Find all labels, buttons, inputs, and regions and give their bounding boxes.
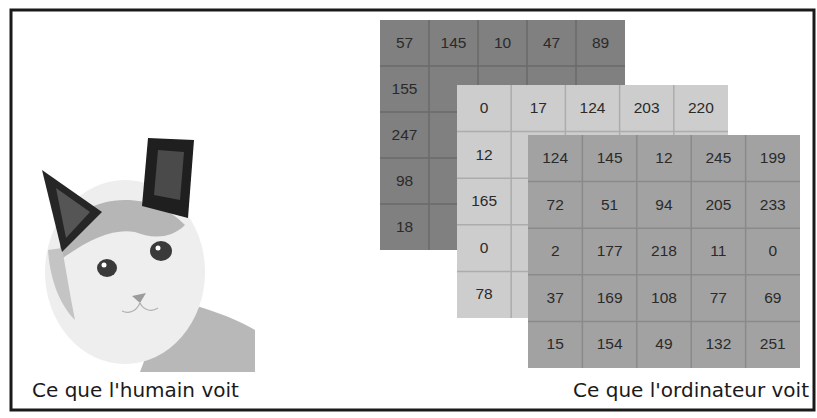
cat-cheek bbox=[48, 248, 75, 320]
pixel-value: 0 bbox=[457, 85, 511, 132]
pixel-value: 98 bbox=[380, 158, 429, 204]
pixel-value: 132 bbox=[691, 321, 745, 368]
pixel-value: 247 bbox=[380, 112, 429, 158]
pixel-grid-front bbox=[528, 135, 800, 368]
pixel-value: 165 bbox=[457, 178, 511, 225]
pixel-value: 12 bbox=[457, 132, 511, 179]
eye-glint bbox=[156, 246, 161, 251]
pixel-value: 203 bbox=[620, 85, 674, 132]
pixel-value: 11 bbox=[691, 228, 745, 275]
cat-mouth bbox=[122, 303, 158, 312]
cat-ear bbox=[42, 170, 102, 252]
pixel-value: 18 bbox=[380, 204, 429, 250]
pixel-value: 49 bbox=[637, 321, 691, 368]
pixel-value: 218 bbox=[637, 228, 691, 275]
pixel-value: 251 bbox=[746, 321, 800, 368]
pixel-value: 177 bbox=[582, 228, 636, 275]
pixel-value: 12 bbox=[637, 135, 691, 182]
pixel-value: 124 bbox=[565, 85, 619, 132]
cat-ear-inner bbox=[56, 188, 90, 238]
pixel-value: 220 bbox=[674, 85, 728, 132]
pixel-value: 199 bbox=[746, 135, 800, 182]
cat-eye bbox=[150, 241, 172, 261]
pixel-value: 72 bbox=[528, 182, 582, 229]
cat-eye bbox=[97, 259, 117, 277]
cat-ear-inner bbox=[154, 150, 184, 200]
pixel-value: 94 bbox=[637, 182, 691, 229]
cat-picture bbox=[42, 138, 255, 372]
eye-glint bbox=[102, 263, 107, 268]
pixel-value: 15 bbox=[528, 321, 582, 368]
pixel-value: 78 bbox=[457, 271, 511, 318]
pixel-value: 77 bbox=[691, 275, 745, 322]
pixel-value: 145 bbox=[429, 20, 478, 66]
grid-lines bbox=[528, 135, 800, 368]
pixel-value: 124 bbox=[528, 135, 582, 182]
pixel-value: 108 bbox=[637, 275, 691, 322]
grid-panel bbox=[528, 135, 800, 368]
pixel-value: 205 bbox=[691, 182, 745, 229]
pixel-value: 245 bbox=[691, 135, 745, 182]
pixel-value: 47 bbox=[527, 20, 576, 66]
caption-text: Ce que l'ordinateur voit bbox=[573, 378, 809, 402]
pixel-value: 89 bbox=[576, 20, 625, 66]
pixel-value: 0 bbox=[746, 228, 800, 275]
pixel-value: 17 bbox=[511, 85, 565, 132]
pixel-value: 69 bbox=[746, 275, 800, 322]
pixel-value: 37 bbox=[528, 275, 582, 322]
pixel-value: 145 bbox=[582, 135, 636, 182]
pixel-value: 57 bbox=[380, 20, 429, 66]
pixel-value: 169 bbox=[582, 275, 636, 322]
cat-nose bbox=[132, 293, 146, 303]
pixel-value: 0 bbox=[457, 225, 511, 272]
pixel-value: 154 bbox=[582, 321, 636, 368]
pixel-value: 2 bbox=[528, 228, 582, 275]
caption-text: Ce que l'humain voit bbox=[32, 378, 239, 402]
pixel-value: 155 bbox=[380, 66, 429, 112]
pixel-value: 10 bbox=[478, 20, 527, 66]
pixel-value: 233 bbox=[746, 182, 800, 229]
pixel-value: 51 bbox=[582, 182, 636, 229]
cat-ear bbox=[142, 138, 194, 218]
frame bbox=[11, 10, 814, 410]
